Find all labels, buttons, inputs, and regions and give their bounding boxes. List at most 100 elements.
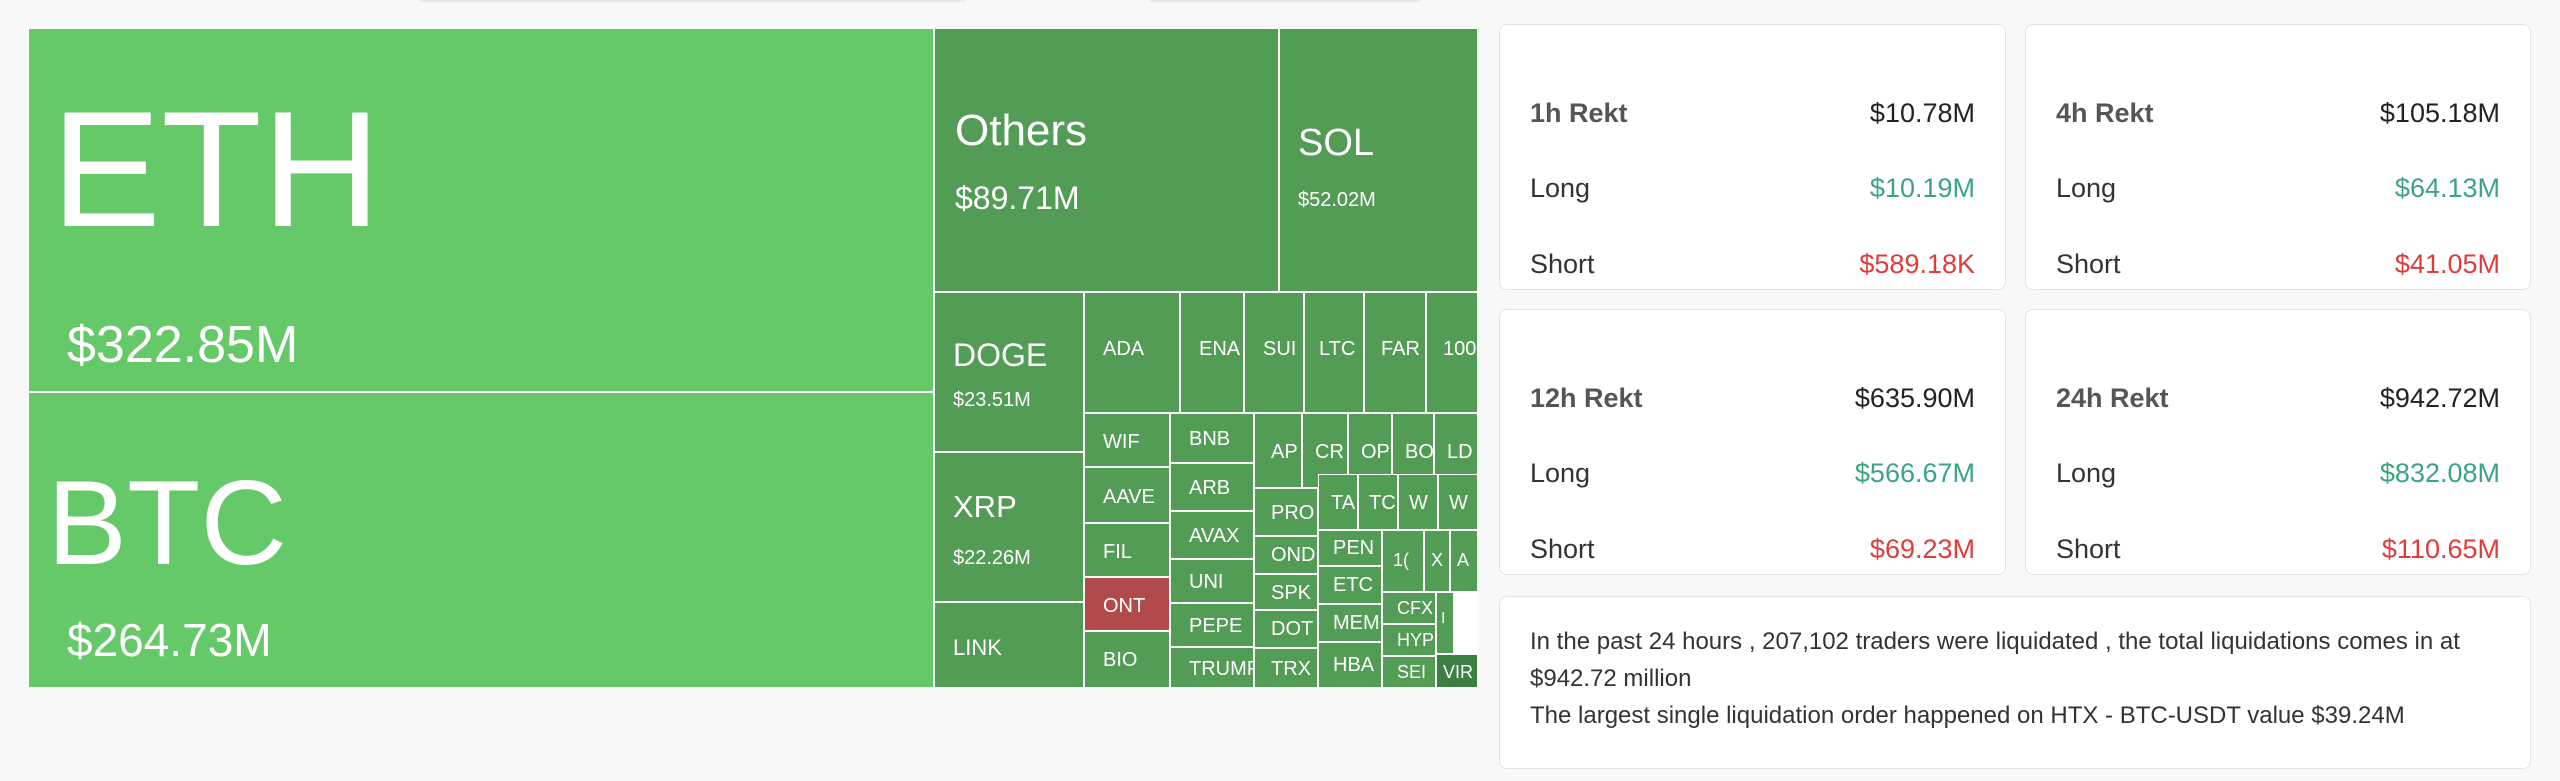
treemap-symbol: Others <box>955 106 1088 155</box>
treemap-symbol: TC <box>1369 492 1396 514</box>
long-label: Long <box>1530 172 1591 203</box>
treemap-cell-sei[interactable]: SEI <box>1382 656 1436 688</box>
treemap-cell-link[interactable]: LINK <box>934 602 1084 688</box>
treemap-cell-100[interactable]: 100 <box>1426 292 1478 413</box>
treemap-symbol: BO <box>1405 441 1434 463</box>
card-12h: 12h Rekt $635.90M Long $566.67M Short $6… <box>1499 309 2006 575</box>
treemap-symbol: I <box>1441 610 1446 627</box>
treemap-symbol: LTC <box>1319 338 1356 360</box>
treemap-value: $89.71M <box>955 180 1080 216</box>
treemap-cell-hyp[interactable]: HYP <box>1382 624 1436 656</box>
treemap-cell-trump[interactable]: TRUMP <box>1170 647 1254 688</box>
treemap-cell-sui[interactable]: SUI <box>1244 292 1304 413</box>
treemap-symbol: HYP <box>1397 630 1435 650</box>
treemap-cell-etc[interactable]: ETC <box>1318 566 1382 604</box>
treemap-symbol: SEI <box>1397 662 1427 682</box>
short-value: $69.23M <box>1869 533 1975 564</box>
treemap-symbol: W <box>1449 492 1468 514</box>
treemap-symbol: ETC <box>1333 574 1373 596</box>
short-label: Short <box>2056 248 2121 279</box>
summary-line-1: In the past 24 hours , 207,102 traders w… <box>1530 628 2460 692</box>
treemap-cell-btc[interactable]: BTC$264.73M <box>28 392 934 688</box>
treemap-symbol: DOT <box>1271 618 1314 640</box>
treemap-cell-pen[interactable]: PEN <box>1318 530 1382 566</box>
short-label: Short <box>1530 248 1595 279</box>
treemap-cell-pepe[interactable]: PEPE <box>1170 603 1254 647</box>
card-1h: 1h Rekt $10.78M Long $10.19M Short $589.… <box>1499 24 2006 290</box>
treemap-symbol: HBA <box>1333 654 1375 676</box>
treemap-cell-doge[interactable]: DOGE$23.51M <box>934 292 1084 452</box>
card-total: $635.90M <box>1854 382 1975 413</box>
short-value: $110.65M <box>2381 533 2500 564</box>
treemap-cell-bio[interactable]: BIO <box>1084 631 1170 688</box>
treemap-cell-cfx[interactable]: CFX <box>1382 592 1436 624</box>
treemap-cell-avax[interactable]: AVAX <box>1170 511 1254 559</box>
treemap-cell-ltc[interactable]: LTC <box>1304 292 1364 413</box>
treemap-symbol: SPK <box>1271 582 1312 604</box>
treemap-cell-spk[interactable]: SPK <box>1254 574 1318 610</box>
treemap-symbol: MEM <box>1333 612 1380 634</box>
treemap-cell-ond[interactable]: OND <box>1254 536 1318 574</box>
card-title: 12h Rekt <box>1530 382 1643 413</box>
short-label: Short <box>1530 533 1595 564</box>
treemap-symbol: ARB <box>1189 477 1231 499</box>
card-long-row: Long $832.08M <box>2056 455 2500 491</box>
treemap-cell-ap[interactable]: AP <box>1254 413 1302 488</box>
card-header: 12h Rekt $635.90M <box>1530 380 1975 416</box>
treemap-cell-xrp[interactable]: XRP$22.26M <box>934 452 1084 602</box>
card-long-row: Long $10.19M <box>1530 170 1975 206</box>
treemap-cell-1c[interactable]: 1( <box>1382 530 1424 592</box>
treemap-cell-hba[interactable]: HBA <box>1318 642 1382 688</box>
treemap-cell-w1[interactable]: W <box>1398 474 1438 530</box>
card-short-row: Short $589.18K <box>1530 246 1975 282</box>
card-short-row: Short $69.23M <box>1530 531 1975 567</box>
treemap-cell-ena[interactable]: ENA <box>1180 292 1244 413</box>
treemap-cell-eth[interactable]: ETH$322.85M <box>28 28 934 392</box>
treemap-cell-ta[interactable]: TA <box>1318 474 1358 530</box>
treemap-cell-fil[interactable]: FIL <box>1084 523 1170 577</box>
card-title: 24h Rekt <box>2056 382 2169 413</box>
treemap-symbol: BTC <box>47 456 287 590</box>
treemap-value: $52.02M <box>1298 189 1376 211</box>
treemap-cell-pro[interactable]: PRO <box>1254 488 1318 536</box>
liquidation-summary: In the past 24 hours , 207,102 traders w… <box>1499 596 2531 769</box>
treemap-cell-arb[interactable]: ARB <box>1170 463 1254 511</box>
treemap-cell-dot[interactable]: DOT <box>1254 610 1318 648</box>
long-label: Long <box>2056 457 2117 488</box>
treemap-symbol: OND <box>1271 544 1316 566</box>
treemap-symbol: AVAX <box>1189 525 1240 547</box>
treemap-cell-x[interactable]: X <box>1424 530 1450 592</box>
treemap-symbol: OP <box>1361 441 1390 463</box>
treemap-symbol: PRO <box>1271 502 1315 524</box>
treemap-cell-others[interactable]: Others $89.71M <box>934 28 1279 292</box>
treemap-cell-mem[interactable]: MEM <box>1318 604 1382 642</box>
treemap-cell-tc[interactable]: TC <box>1358 474 1398 530</box>
treemap-cell-sol[interactable]: SOL $52.02M <box>1279 28 1478 292</box>
treemap-cell-a[interactable]: A <box>1450 530 1478 592</box>
treemap-cell-w2[interactable]: W <box>1438 474 1478 530</box>
treemap-cell-bnb[interactable]: BNB <box>1170 413 1254 463</box>
treemap-symbol: SOL <box>1298 122 1375 164</box>
treemap-cell-wif[interactable]: WIF <box>1084 413 1170 467</box>
card-short-row: Short $110.65M <box>2056 531 2500 567</box>
treemap-symbol: ADA <box>1103 338 1145 360</box>
treemap-cell-ada[interactable]: ADA <box>1084 292 1180 413</box>
treemap-cell-far[interactable]: FAR <box>1364 292 1426 413</box>
treemap-cell-ont[interactable]: ONT <box>1084 577 1170 631</box>
treemap-cell-i[interactable]: I <box>1436 592 1454 654</box>
treemap-cell-trx[interactable]: TRX <box>1254 648 1318 688</box>
treemap-cell-vir[interactable]: VIR <box>1436 654 1478 688</box>
treemap-symbol: DOGE <box>953 337 1048 373</box>
treemap-cell-uni[interactable]: UNI <box>1170 559 1254 603</box>
treemap-symbol: XRP <box>953 489 1017 524</box>
treemap-cell-aave[interactable]: AAVE <box>1084 467 1170 523</box>
treemap-symbol: CFX <box>1397 598 1433 618</box>
card-long-row: Long $566.67M <box>1530 455 1975 491</box>
treemap-symbol: CR <box>1315 441 1344 463</box>
card-title: 4h Rekt <box>2056 97 2154 128</box>
treemap-symbol: A <box>1457 550 1470 570</box>
long-label: Long <box>1530 457 1591 488</box>
treemap-symbol: X <box>1431 550 1444 570</box>
card-header: 1h Rekt $10.78M <box>1530 95 1975 131</box>
